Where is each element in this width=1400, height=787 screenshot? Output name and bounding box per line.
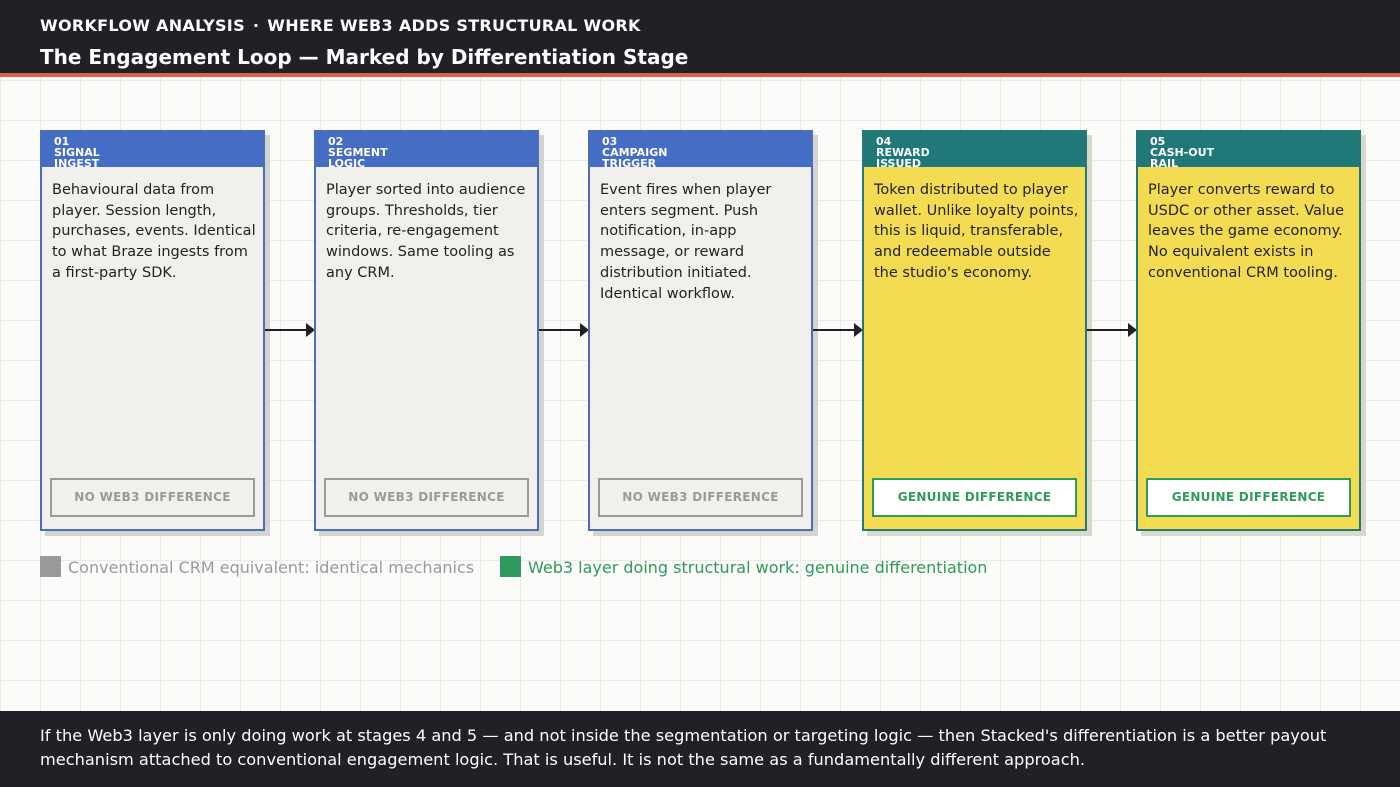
header-bar: WORKFLOW ANALYSIS · WHERE WEB3 ADDS STRUCT… — [0, 0, 1400, 73]
stage-label-line1: CASH-OUT — [1150, 146, 1215, 159]
arrow-shaft — [265, 329, 309, 331]
arrow-shaft — [1087, 329, 1131, 331]
stage-label-line2: RAIL — [1150, 157, 1179, 167]
eyebrow-left: WORKFLOW ANALYSIS — [40, 16, 245, 35]
stage-number: 03 — [602, 135, 618, 148]
flow-arrow-3-4 — [813, 323, 863, 337]
arrow-shaft — [539, 329, 583, 331]
stage-card-signal-ingest: 01 SIGNAL INGEST Behavioural data from p… — [40, 130, 270, 536]
legend-swatch-web3 — [500, 556, 521, 577]
card-body: 05 CASH-OUT RAIL Player converts reward … — [1136, 130, 1361, 531]
stage-label-line1: REWARD — [876, 146, 930, 159]
arrow-shaft — [813, 329, 857, 331]
stage-description: Event fires when player enters segment. … — [600, 182, 772, 302]
stage-label-line1: CAMPAIGN — [602, 146, 668, 159]
flow-arrow-2-3 — [539, 323, 589, 337]
stage-header: 03 CAMPAIGN TRIGGER — [590, 132, 811, 167]
arrowhead-icon — [306, 323, 315, 337]
card-body: 02 SEGMENT LOGIC Player sorted into audi… — [314, 130, 539, 531]
footer-conclusion: If the Web3 layer is only doing work at … — [40, 726, 1327, 769]
arrowhead-icon — [580, 323, 589, 337]
stage-header: 02 SEGMENT LOGIC — [316, 132, 537, 167]
stage-label-line2: ISSUED — [876, 157, 922, 167]
stage-badge: NO WEB3 DIFFERENCE — [50, 478, 255, 517]
legend-label-conventional: Conventional CRM equivalent: identical m… — [68, 558, 475, 577]
arrowhead-icon — [854, 323, 863, 337]
card-body: 01 SIGNAL INGEST Behavioural data from p… — [40, 130, 265, 531]
stage-number: 04 — [876, 135, 892, 148]
flow-arrow-1-2 — [265, 323, 315, 337]
stage-description: Behavioural data from player. Session le… — [52, 182, 256, 281]
stage-card-cash-out-rail: 05 CASH-OUT RAIL Player converts reward … — [1136, 130, 1366, 536]
stage-number: 05 — [1150, 135, 1166, 148]
stage-badge: NO WEB3 DIFFERENCE — [598, 478, 803, 517]
stage-card-reward-issued: 04 REWARD ISSUED Token distributed to pl… — [862, 130, 1092, 536]
header-accent-rule — [0, 73, 1400, 77]
eyebrow-right: WHERE WEB3 ADDS STRUCTURAL WORK — [267, 16, 641, 35]
card-body: 04 REWARD ISSUED Token distributed to pl… — [862, 130, 1087, 531]
legend-swatch-conventional — [40, 556, 61, 577]
stage-card-campaign-trigger: 03 CAMPAIGN TRIGGER Event fires when pla… — [588, 130, 818, 536]
stage-header: 04 REWARD ISSUED — [864, 132, 1085, 167]
stage-description: Player converts reward to USDC or other … — [1148, 182, 1345, 281]
stage-label-line2: TRIGGER — [602, 157, 657, 167]
footer-bar: If the Web3 layer is only doing work at … — [0, 711, 1400, 787]
stage-badge: GENUINE DIFFERENCE — [872, 478, 1077, 517]
stage-label-line2: INGEST — [54, 157, 100, 167]
stage-description: Player sorted into audience groups. Thre… — [326, 182, 526, 281]
eyebrow: WORKFLOW ANALYSIS · WHERE WEB3 ADDS STRUCT… — [40, 16, 641, 35]
stage-label-line2: LOGIC — [328, 157, 366, 167]
card-body: 03 CAMPAIGN TRIGGER Event fires when pla… — [588, 130, 813, 531]
legend-label-web3: Web3 layer doing structural work: genuin… — [528, 558, 988, 577]
stage-number: 01 — [54, 135, 70, 148]
stage-number: 02 — [328, 135, 344, 148]
stage-badge: NO WEB3 DIFFERENCE — [324, 478, 529, 517]
stage-label-line1: SIGNAL — [54, 146, 100, 159]
stage-badge: GENUINE DIFFERENCE — [1146, 478, 1351, 517]
page-title: The Engagement Loop — Marked by Differen… — [40, 45, 689, 69]
stage-label-line1: SEGMENT — [328, 146, 388, 159]
stage-header: 05 CASH-OUT RAIL — [1138, 132, 1359, 167]
stage-header: 01 SIGNAL INGEST — [42, 132, 263, 167]
arrowhead-icon — [1128, 323, 1137, 337]
stage-card-segment-logic: 02 SEGMENT LOGIC Player sorted into audi… — [314, 130, 544, 536]
eyebrow-separator: · — [252, 16, 260, 35]
flow-arrow-4-5 — [1087, 323, 1137, 337]
stage-description: Token distributed to player wallet. Unli… — [874, 182, 1079, 281]
